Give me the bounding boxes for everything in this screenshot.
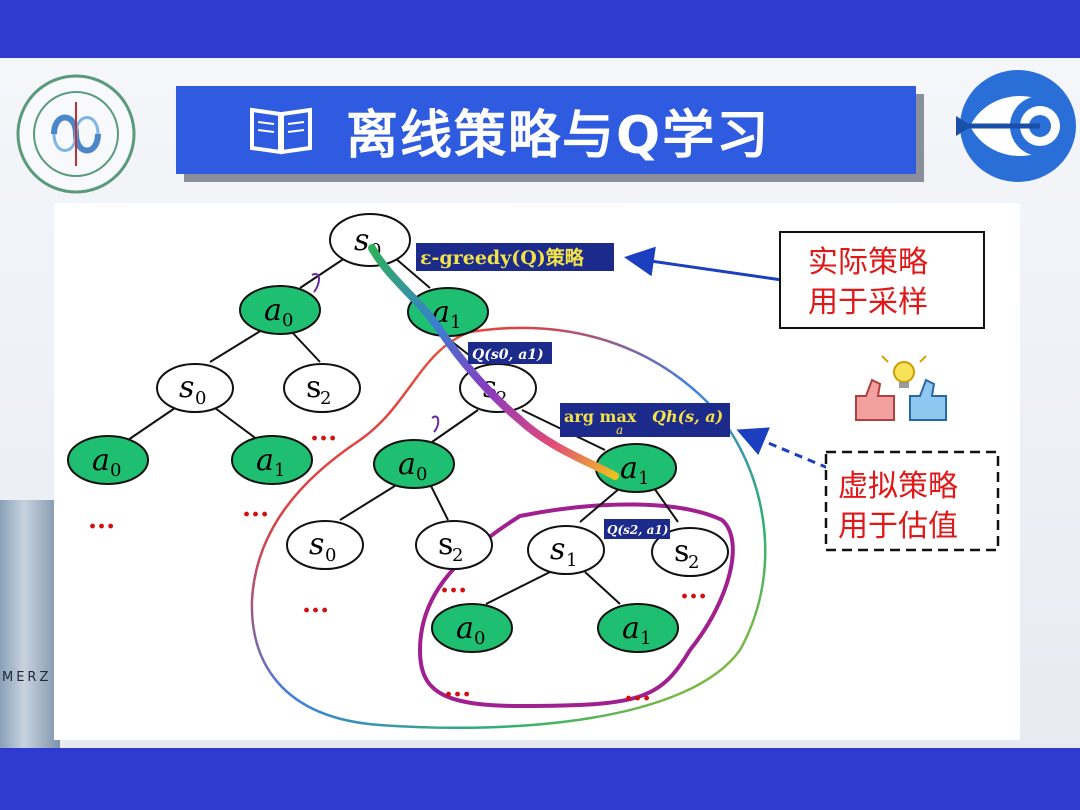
rainbow-loop (250, 326, 767, 730)
node-s1-level4: s 1 (527, 525, 605, 575)
hand-mark (431, 415, 440, 433)
arrow-actual-policy (624, 246, 783, 282)
svg-text:2: 2 (320, 388, 331, 409)
college-seal-logo (16, 74, 136, 194)
svg-text:a: a (256, 443, 274, 478)
svg-text:2: 2 (452, 545, 463, 566)
svg-text:实际策略: 实际策略 (808, 245, 928, 280)
node-a0-level5: a 0 (431, 603, 513, 653)
building-text: MERZ (2, 670, 52, 685)
bottom-band (0, 748, 1080, 810)
svg-text:a: a (620, 451, 638, 486)
egreedy-label: ε-greedy(Q)策略 (416, 243, 614, 271)
ellipsis: ... (310, 417, 337, 447)
diagram-canvas: s 0 s 0 s 2 s 2 s 0 s 2 s 1 s 2 a 0 (54, 203, 1020, 740)
svg-text:虚拟策略: 虚拟策略 (838, 469, 958, 504)
virtual-policy-callout: 虚拟策略 用于估值 (824, 450, 1000, 552)
ellipsis: ... (242, 493, 269, 523)
node-s0-root: s 0 (329, 213, 411, 267)
node-a0-level3-left: a 0 (67, 435, 149, 485)
svg-text:1: 1 (274, 460, 285, 481)
svg-text:Q(s2, a1): Q(s2, a1) (607, 523, 668, 537)
ellipsis: ... (88, 505, 115, 535)
node-a0-top: a 0 (239, 285, 321, 335)
svg-text:arg max: arg max (564, 407, 637, 426)
node-s2-level4: s 2 (415, 520, 493, 570)
svg-text:s: s (438, 527, 453, 562)
ellipsis: ... (444, 673, 471, 703)
svg-text:a: a (456, 611, 474, 646)
svg-text:1: 1 (566, 550, 577, 571)
purple-loop (417, 502, 735, 709)
svg-text:1: 1 (638, 468, 649, 489)
target-arrow-icon (956, 70, 1076, 182)
page-title: 离线策略与Q学习 (346, 105, 771, 166)
argmax-label: arg max a Qh(s, a) (560, 403, 730, 437)
trajectory-stroke (368, 244, 619, 480)
tree-diagram: s 0 s 0 s 2 s 2 s 0 s 2 s 1 s 2 a 0 (67, 213, 1000, 730)
ellipsis: ... (624, 677, 651, 707)
svg-text:用于估值: 用于估值 (838, 509, 958, 544)
svg-text:0: 0 (110, 460, 121, 481)
svg-text:2: 2 (688, 552, 699, 573)
q-s0-a1-label: Q(s0, a1) (468, 342, 552, 364)
node-a1-level3-left: a 1 (231, 435, 313, 485)
svg-text:s: s (306, 370, 321, 405)
svg-text:0: 0 (416, 464, 427, 485)
node-a1-level3-right: a 1 (595, 443, 677, 493)
ellipsis-group: ... ... ... ... ... ... ... ... (88, 417, 707, 707)
svg-text:a: a (398, 447, 416, 482)
svg-text:s: s (179, 370, 194, 405)
svg-text:a: a (92, 443, 110, 478)
svg-text:s: s (550, 532, 565, 567)
svg-text:s: s (309, 527, 324, 562)
arrow-virtual-policy (736, 427, 829, 470)
node-s2-level4-right: s 2 (651, 527, 729, 577)
svg-text:0: 0 (325, 545, 336, 566)
top-band (0, 0, 1080, 58)
svg-text:0: 0 (195, 388, 206, 409)
book-icon (250, 107, 312, 155)
building-photo: MERZ (0, 500, 60, 748)
svg-text:a: a (264, 293, 282, 328)
svg-text:ε-greedy(Q)策略: ε-greedy(Q)策略 (420, 246, 585, 269)
ellipsis: ... (680, 575, 707, 605)
svg-text:用于采样: 用于采样 (808, 285, 928, 320)
hand-mark (311, 273, 320, 293)
svg-text:Q(s0, a1): Q(s0, a1) (472, 347, 544, 363)
svg-text:1: 1 (640, 628, 651, 649)
actual-policy-callout: 实际策略 用于采样 (779, 231, 985, 329)
svg-text:0: 0 (474, 628, 485, 649)
svg-text:a: a (616, 423, 623, 437)
node-s0-level2: s 0 (156, 363, 234, 413)
svg-text:a: a (622, 611, 640, 646)
q-s2-a1-label: Q(s2, a1) (604, 519, 670, 539)
svg-text:1: 1 (450, 312, 461, 333)
ellipsis: ... (440, 569, 467, 599)
node-s2-level2: s 2 (283, 363, 361, 413)
svg-text:0: 0 (282, 310, 293, 331)
svg-text:Qh(s, a): Qh(s, a) (652, 407, 723, 426)
node-s0-level4: s 0 (286, 520, 364, 570)
node-a1-level5: a 1 (597, 603, 679, 653)
ellipsis: ... (302, 589, 329, 619)
title-box: 离线策略与Q学习 (176, 86, 916, 174)
thumbs-up-lightbulb-icon (855, 355, 947, 421)
node-label: s (354, 223, 369, 258)
node-a1-top: a 1 (407, 287, 489, 337)
svg-text:s: s (674, 534, 689, 569)
node-a0-level3-right: a 0 (373, 439, 455, 489)
